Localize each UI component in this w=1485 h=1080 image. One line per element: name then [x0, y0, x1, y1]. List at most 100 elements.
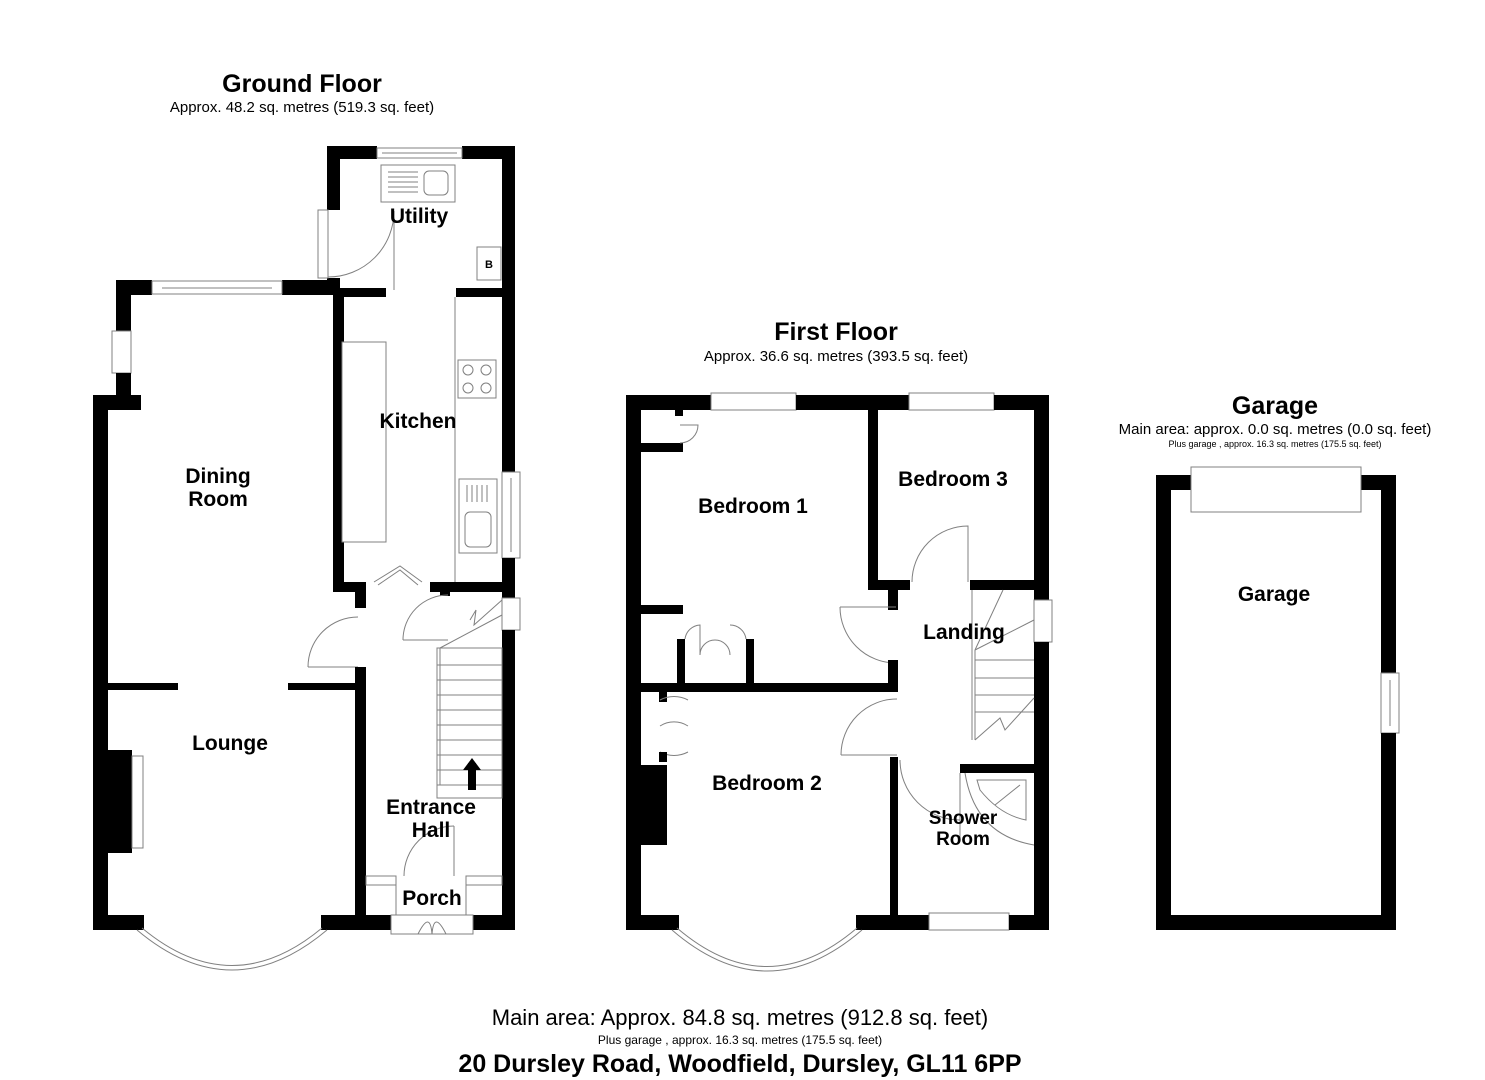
kitchen-bottom-wall-left: [333, 582, 366, 592]
utility-top-wall-left: [327, 146, 377, 159]
garage-title: Garage: [1231, 392, 1319, 420]
dining-kitchen-wall: [333, 288, 344, 590]
hall-inner-door-swing: [403, 825, 455, 877]
lounge-bay-window: [136, 929, 328, 971]
utility-back-door-frame: [317, 209, 329, 279]
bedroom3-bottom-wall-right: [970, 580, 1034, 590]
ff-front-wall-left: [626, 915, 679, 930]
east-wall-lower: [502, 630, 515, 930]
bedroom1-window: [710, 392, 797, 411]
kitchen-worktop-left: [341, 341, 387, 543]
room-label-garage: Garage: [1237, 583, 1311, 606]
utility-top-wall-right: [462, 146, 515, 159]
utility-kitchen-wall-right: [456, 288, 506, 297]
hall-side-window: [501, 597, 521, 631]
shower-room-window: [928, 912, 1010, 931]
hall-wall-stub: [355, 590, 366, 608]
kitchen-bifold-door: [373, 565, 423, 583]
bedroom3-door-swing: [911, 525, 969, 583]
garage-west-wall: [1156, 475, 1171, 930]
ground-floor-area: Approx. 48.2 sq. metres (519.3 sq. feet): [169, 99, 435, 116]
shower-screen: [964, 772, 1035, 846]
bedroom3-west-wall: [868, 410, 878, 588]
utility-kitchen-wall-left: [338, 288, 386, 297]
porch-window-right: [465, 875, 503, 886]
garage-east-wall-upper: [1381, 475, 1396, 673]
bedroom1-door-swing: [839, 606, 897, 664]
ff-top-wall-1: [626, 395, 711, 410]
dining-room-line1: Dining: [185, 465, 251, 488]
dining-side-window: [111, 330, 132, 374]
property-address: 20 Dursley Road, Woodfield, Dursley, GL1…: [458, 1050, 1022, 1078]
bedroom1-cupboard-wall: [641, 443, 683, 452]
shower-room-top-wall: [960, 764, 1034, 773]
utility-door-swing: [327, 210, 395, 278]
first-floor-title: First Floor: [774, 318, 898, 346]
kitchen-bottom-wall-right: [430, 582, 515, 592]
bedroom2-door-swing: [840, 698, 898, 756]
bedroom1-wardrobe-doors: [684, 624, 747, 656]
porch-front-wall-left: [355, 915, 391, 930]
ff-top-wall-2: [796, 395, 909, 410]
room-label-porch: Porch: [402, 887, 462, 910]
ff-east-wall-lower: [1034, 642, 1049, 930]
first-floor-area: Approx. 36.6 sq. metres (393.5 sq. feet): [703, 348, 969, 365]
lounge-front-wall-right: [321, 915, 366, 930]
garage-front-wall: [1156, 915, 1396, 930]
room-label-utility: Utility: [389, 205, 449, 228]
bedroom2-shower-wall: [890, 757, 898, 930]
room-label-landing: Landing: [923, 621, 1005, 644]
shower-room-line1: Shower: [928, 808, 998, 829]
room-label-shower-room: Shower Room: [913, 808, 1013, 850]
landing-window: [1033, 599, 1053, 643]
bedroom3-window: [908, 392, 995, 411]
utility-left-wall: [327, 146, 340, 210]
garage-plus-area: Plus garage , approx. 16.3 sq. metres (1…: [1168, 439, 1382, 449]
ff-front-wall-mid: [856, 915, 929, 930]
front-door-swing: [417, 921, 447, 935]
hall-door-stub: [440, 590, 450, 596]
garage-plan: [1156, 466, 1400, 930]
dining-door-swing: [307, 616, 359, 668]
porch-front-wall-right: [473, 915, 515, 930]
bedroom2-bay-window: [671, 929, 863, 972]
bedroom3-bottom-wall-left: [868, 580, 910, 590]
lounge-hall-wall: [355, 667, 366, 930]
lounge-fireplace-hearth: [131, 755, 144, 849]
garage-east-wall-lower: [1381, 733, 1396, 930]
room-label-bedroom-2: Bedroom 2: [712, 772, 822, 795]
porch-window-left: [365, 875, 397, 886]
bedroom2-chimney-breast: [641, 765, 667, 845]
room-label-dining-room: Dining Room: [158, 465, 278, 511]
kitchen-sink-bowl: [464, 511, 492, 548]
room-label-bedroom-1: Bedroom 1: [698, 495, 808, 518]
lounge-front-wall-left: [93, 915, 144, 930]
ground-floor-plan: B: [93, 146, 521, 971]
room-label-lounge: Lounge: [192, 732, 268, 755]
garage-door: [1190, 466, 1362, 513]
footer-plus-garage: Plus garage , approx. 16.3 sq. metres (1…: [597, 1033, 883, 1047]
stairs-up-arrow-icon: [463, 758, 481, 790]
room-label-bedroom-3: Bedroom 3: [898, 468, 1008, 491]
bedroom1-bedroom2-wall: [641, 683, 898, 692]
entrance-hall-line1: Entrance: [386, 796, 476, 819]
boiler-box: [476, 246, 502, 281]
dining-room-line2: Room: [188, 488, 248, 511]
understairs-door-swing: [402, 594, 449, 641]
utility-sink-bowl: [423, 170, 449, 196]
east-wall-upper: [502, 146, 515, 474]
west-wall: [93, 395, 108, 930]
lounge-chimney-breast: [108, 750, 132, 853]
room-label-kitchen: Kitchen: [379, 410, 457, 433]
dining-bay-wall-upper: [116, 280, 131, 331]
shower-room-line2: Room: [936, 829, 990, 850]
bedroom2-wardrobe-doors: [659, 696, 689, 756]
boiler-label: B: [485, 259, 493, 271]
bedroom1-cupboard-door: [679, 424, 699, 444]
kitchen-hob: [457, 359, 497, 399]
entrance-hall-line2: Hall: [411, 819, 451, 842]
ff-front-wall-right: [1009, 915, 1049, 930]
ground-floor-title: Ground Floor: [222, 70, 382, 98]
ff-east-wall-upper: [1034, 395, 1049, 600]
